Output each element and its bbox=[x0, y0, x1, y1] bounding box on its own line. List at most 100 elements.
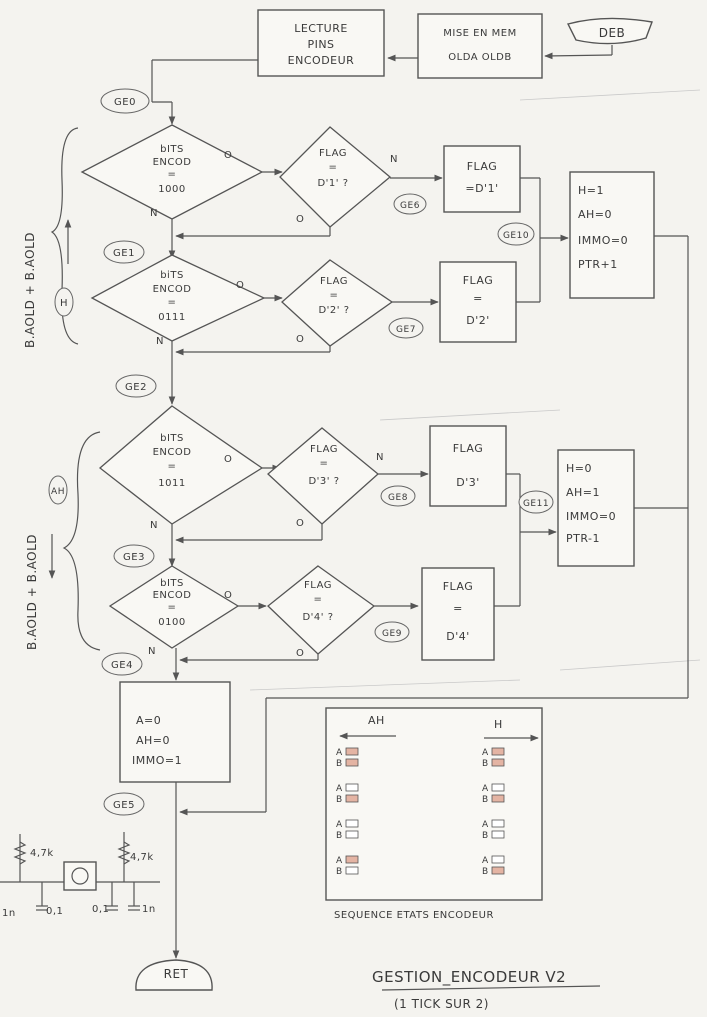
connector-ge6: GE6 bbox=[393, 193, 427, 215]
svg-text:bITS: bITS bbox=[160, 144, 184, 155]
h-state-b-cell bbox=[491, 866, 505, 875]
svg-text:IMMO=0: IMMO=0 bbox=[566, 510, 616, 523]
connector-ge3: GE3 bbox=[113, 544, 155, 568]
flag2-yes-label: O bbox=[296, 334, 304, 345]
svg-text:GE4: GE4 bbox=[111, 660, 133, 671]
svg-text:D'2': D'2' bbox=[466, 314, 490, 327]
svg-text:=: = bbox=[320, 458, 329, 469]
connector-ge7: GE7 bbox=[388, 317, 424, 339]
svg-text:GE3: GE3 bbox=[123, 552, 145, 563]
decision-encod-1011: bITS ENCOD = 1011 bbox=[98, 405, 264, 525]
ah-state-b-cell bbox=[345, 794, 359, 803]
svg-text:D'4': D'4' bbox=[446, 630, 470, 643]
svg-text:H=0: H=0 bbox=[566, 462, 592, 475]
h-state-b-label: B bbox=[482, 759, 489, 769]
svg-text:FLAG: FLAG bbox=[319, 148, 347, 159]
svg-text:FLAG: FLAG bbox=[467, 160, 498, 173]
connector-ge2: GE2 bbox=[115, 374, 157, 398]
svg-text:D'3': D'3' bbox=[456, 476, 480, 489]
sequence-caption: SEQUENCE ETATS ENCODEUR bbox=[334, 910, 494, 921]
h-marker: H bbox=[60, 298, 68, 309]
read-pins-line3: ENCODEUR bbox=[288, 54, 355, 67]
svg-text:AH=1: AH=1 bbox=[566, 486, 600, 499]
svg-text:GE8: GE8 bbox=[388, 493, 408, 503]
h-state-a-cell bbox=[491, 747, 505, 756]
svg-text:FLAG: FLAG bbox=[320, 276, 348, 287]
save-old-box: MISE EN MEM OLDA OLDB bbox=[417, 13, 543, 79]
save-old-line2: OLDA OLDB bbox=[448, 52, 512, 63]
svg-text:ENCOD: ENCOD bbox=[153, 284, 192, 295]
enc2-yes-label: O bbox=[236, 280, 244, 291]
r1-label: 4,7k bbox=[30, 848, 54, 859]
side-bracket-top: B.AOLD + B.AOLD H bbox=[23, 127, 79, 348]
ah-marker: AH bbox=[51, 487, 65, 497]
svg-text:FLAG: FLAG bbox=[304, 580, 332, 591]
c3-label: 0,1 bbox=[92, 904, 109, 915]
read-pins-line1: LECTURE bbox=[294, 22, 348, 35]
ah-state-b-label: B bbox=[336, 759, 343, 769]
ah-state-a-label: A bbox=[336, 820, 343, 830]
sequence-h-label: H bbox=[494, 718, 503, 731]
ah-state-a-cell bbox=[345, 855, 359, 864]
h-state-b-cell bbox=[491, 794, 505, 803]
svg-text:ENCOD: ENCOD bbox=[153, 157, 192, 168]
svg-text:bITS: bITS bbox=[160, 433, 184, 444]
svg-text:=: = bbox=[330, 290, 339, 301]
svg-text:GE1: GE1 bbox=[113, 248, 135, 259]
svg-text:GE0: GE0 bbox=[114, 97, 136, 108]
decision-flag-d1: FLAG = D'1' ? bbox=[279, 126, 392, 228]
ah-state-a-label: A bbox=[336, 748, 343, 758]
side-formula-top: B.AOLD + B.AOLD bbox=[23, 232, 37, 348]
svg-text:D'1' ?: D'1' ? bbox=[317, 178, 348, 189]
c2-label: 0,1 bbox=[46, 906, 63, 917]
h-state-b-cell bbox=[491, 830, 505, 839]
save-old-line1: MISE EN MEM bbox=[443, 28, 516, 39]
ah-state-a-label: A bbox=[336, 784, 343, 794]
start-terminal-label: DEB bbox=[599, 26, 626, 40]
paper-bleed-through bbox=[249, 89, 701, 691]
ah-state-a-cell bbox=[345, 747, 359, 756]
side-bracket-bottom: B.AOLD + B.AOLD AH bbox=[25, 431, 101, 651]
page-title: GESTION_ENCODEUR V2 bbox=[372, 968, 566, 987]
svg-text:PTR+1: PTR+1 bbox=[578, 258, 618, 271]
decision-encod-0111: biTS ENCOD = 0111 bbox=[90, 254, 266, 342]
svg-text:D'4' ?: D'4' ? bbox=[302, 612, 333, 623]
flag3-no-label: N bbox=[376, 452, 384, 463]
h-state-a-cell bbox=[491, 783, 505, 792]
enc3-no-label: N bbox=[150, 520, 158, 531]
svg-text:=: = bbox=[168, 169, 177, 180]
svg-text:A=0: A=0 bbox=[136, 714, 161, 727]
enc4-yes-label: O bbox=[224, 590, 232, 601]
decision-encod-1000: bITS ENCOD = 1000 bbox=[80, 124, 264, 220]
svg-text:GE11: GE11 bbox=[523, 499, 549, 509]
h-state-a-label: A bbox=[482, 856, 489, 866]
flag4-yes-label: O bbox=[296, 648, 304, 659]
ah-state-b-label: B bbox=[336, 795, 343, 805]
flag1-no-label: N bbox=[390, 154, 398, 165]
svg-text:0111: 0111 bbox=[158, 312, 185, 323]
h-state-b-label: B bbox=[482, 831, 489, 841]
h-state-b-label: B bbox=[482, 795, 489, 805]
start-terminal: DEB bbox=[566, 17, 653, 45]
svg-text:0100: 0100 bbox=[158, 617, 185, 628]
h-state-a-label: A bbox=[482, 820, 489, 830]
svg-text:GE6: GE6 bbox=[400, 201, 420, 211]
ah-state-a-cell bbox=[345, 819, 359, 828]
side-formula-bottom: B.AOLD + B.AOLD bbox=[25, 534, 39, 650]
svg-text:GE10: GE10 bbox=[503, 231, 529, 241]
connector-ge8: GE8 bbox=[380, 485, 416, 507]
ah-state-a-label: A bbox=[336, 856, 343, 866]
connector-ge9: GE9 bbox=[374, 621, 410, 643]
svg-text:=: = bbox=[168, 461, 177, 472]
c4-label: 1n bbox=[142, 904, 156, 915]
svg-text:GE7: GE7 bbox=[396, 325, 416, 335]
h-state-a-cell bbox=[491, 855, 505, 864]
page-subtitle: (1 TICK SUR 2) bbox=[394, 997, 489, 1011]
read-pins-line2: PINS bbox=[307, 38, 334, 51]
svg-text:FLAG: FLAG bbox=[463, 274, 494, 287]
svg-text:ENCOD: ENCOD bbox=[153, 590, 192, 601]
reset-box: A=0 AH=0 IMMO=1 bbox=[119, 681, 231, 783]
ah-state-b-label: B bbox=[336, 831, 343, 841]
